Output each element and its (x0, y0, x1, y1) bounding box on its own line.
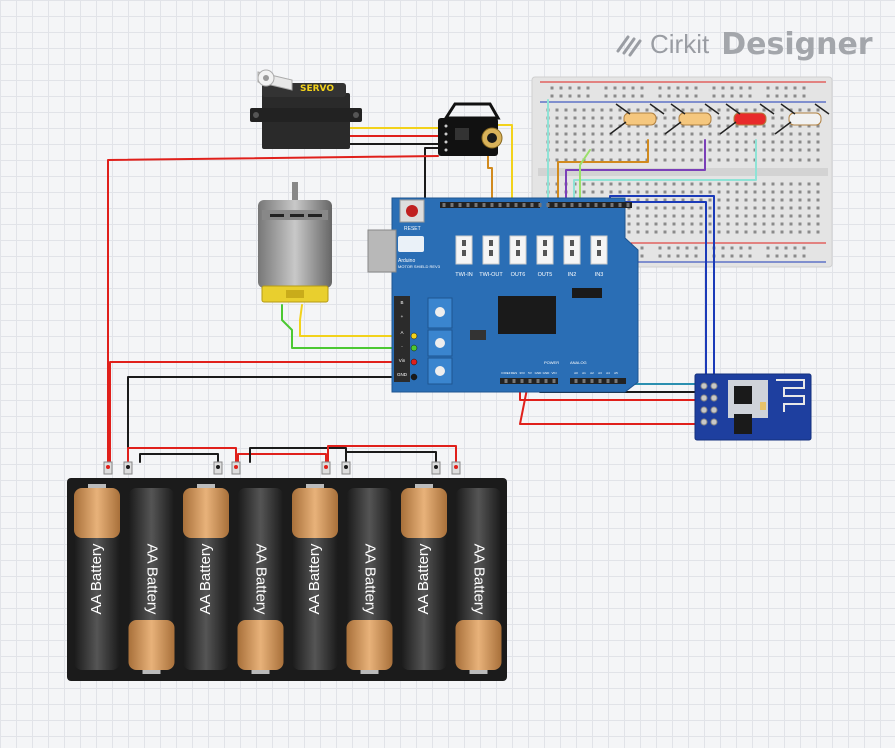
wire-led-purple (565, 139, 706, 206)
reset-label: RESET (404, 226, 421, 232)
aa-battery-cell: AA Battery (401, 484, 447, 670)
wire-led-green (579, 149, 591, 206)
led-0[interactable] (623, 112, 657, 126)
power-pin-label: GND (543, 371, 551, 375)
wire-sensor-yellow (494, 124, 513, 206)
wire-sensor-black (424, 147, 439, 206)
wire-batt-link-3 (237, 453, 327, 463)
arduino-logo: Arduino (398, 258, 415, 264)
port-label: TWI-OUT (479, 272, 503, 278)
wire-led-orange (557, 139, 649, 206)
port-label: OUT6 (511, 272, 526, 278)
aa-battery-cell: AA Battery (128, 488, 175, 674)
battery-label: AA Battery (197, 543, 214, 614)
analog-pin-label: A0 (574, 371, 578, 375)
port-label: TWI-IN (455, 272, 472, 278)
power-pin-label: VIN (551, 371, 556, 375)
analog-pin-label: A1 (582, 371, 586, 375)
wire-batt-red (109, 361, 397, 471)
shield-subtitle: MOTOR SHIELD REV3 (398, 264, 441, 269)
analog-pin-label: A2 (590, 371, 594, 375)
terminal-label: + (401, 314, 404, 319)
battery-label: AA Battery (306, 543, 323, 614)
esp8266-module[interactable] (694, 373, 812, 441)
esp-pins (700, 382, 718, 426)
terminal-label: GND (397, 372, 408, 377)
port-label: IN2 (568, 272, 577, 278)
analog-pin-label: A3 (598, 371, 602, 375)
battery-label: AA Battery (88, 543, 105, 614)
power-pin-label: 5V (528, 371, 532, 375)
servo-motor[interactable]: SERVO (250, 69, 362, 149)
battery-cells: AA Battery AA Battery AA Battery AA Battery… (74, 484, 502, 674)
wire-motor-green (281, 304, 397, 349)
wire-batt-black (127, 376, 397, 471)
servo-label: SERVO (300, 84, 334, 94)
top-header-pins (442, 203, 630, 207)
aa-battery-cell: AA Battery (455, 488, 502, 674)
battery-label: AA Battery (415, 543, 432, 614)
analog-pin-label: A5 (614, 371, 618, 375)
battery-label: AA Battery (144, 544, 161, 615)
power-pin-label: 3V3 (519, 371, 525, 375)
aa-battery-cell: AA Battery (292, 484, 338, 670)
analog-label: ANALOG (570, 360, 587, 365)
cirkit-logo-icon (616, 35, 642, 57)
wire-esp-red-2 (519, 383, 701, 425)
port-label: OUT5 (538, 272, 553, 278)
led-3[interactable] (788, 112, 822, 126)
wire-batt-link-5 (327, 445, 457, 463)
port-label: IN3 (595, 272, 604, 278)
power-pin-label: GND (535, 371, 543, 375)
power-label: POWER (544, 360, 559, 365)
aa-battery-cell: AA Battery (183, 484, 229, 670)
product-name: Designer (721, 26, 873, 62)
power-pin-label: IOREF (501, 371, 510, 375)
aa-battery-cell: AA Battery (74, 484, 120, 670)
terminal-label: A (400, 330, 403, 335)
cirkit-designer-logo: Cirkit Designer (614, 24, 873, 64)
power-pin-label: RES (511, 371, 517, 375)
wire-batt-link-2 (139, 453, 219, 463)
analog-pin-label: A4 (606, 371, 610, 375)
wire-led-cyan (573, 139, 757, 206)
aa-battery-cell: AA Battery (346, 488, 393, 674)
battery-label: AA Battery (362, 544, 379, 615)
wire-motor-yellow (299, 304, 397, 337)
battery-terminals (103, 461, 461, 475)
shield-ports: TWI-IN TWI-OUT OUT6 OUT5 IN2 IN3 (455, 235, 608, 278)
led-1[interactable] (678, 112, 712, 126)
battery-pack[interactable]: AA Battery AA Battery AA Battery AA Battery… (67, 461, 507, 681)
wire-sensor-red (107, 155, 439, 471)
brand-name: Cirkit (650, 28, 710, 59)
led-2[interactable] (733, 112, 767, 126)
wire-batt-link-1 (127, 447, 237, 463)
battery-label: AA Battery (253, 544, 270, 615)
battery-label: AA Battery (471, 544, 488, 615)
aa-battery-cell: AA Battery (237, 488, 284, 674)
terminal-label: B (400, 300, 403, 305)
wire-batt-link-6 (345, 451, 437, 463)
sensor-module[interactable] (438, 102, 503, 156)
dc-motor[interactable] (258, 182, 332, 303)
wire-sensor-orange (487, 151, 493, 206)
terminal-label: - (401, 344, 403, 349)
terminal-label: Vin (399, 358, 406, 363)
